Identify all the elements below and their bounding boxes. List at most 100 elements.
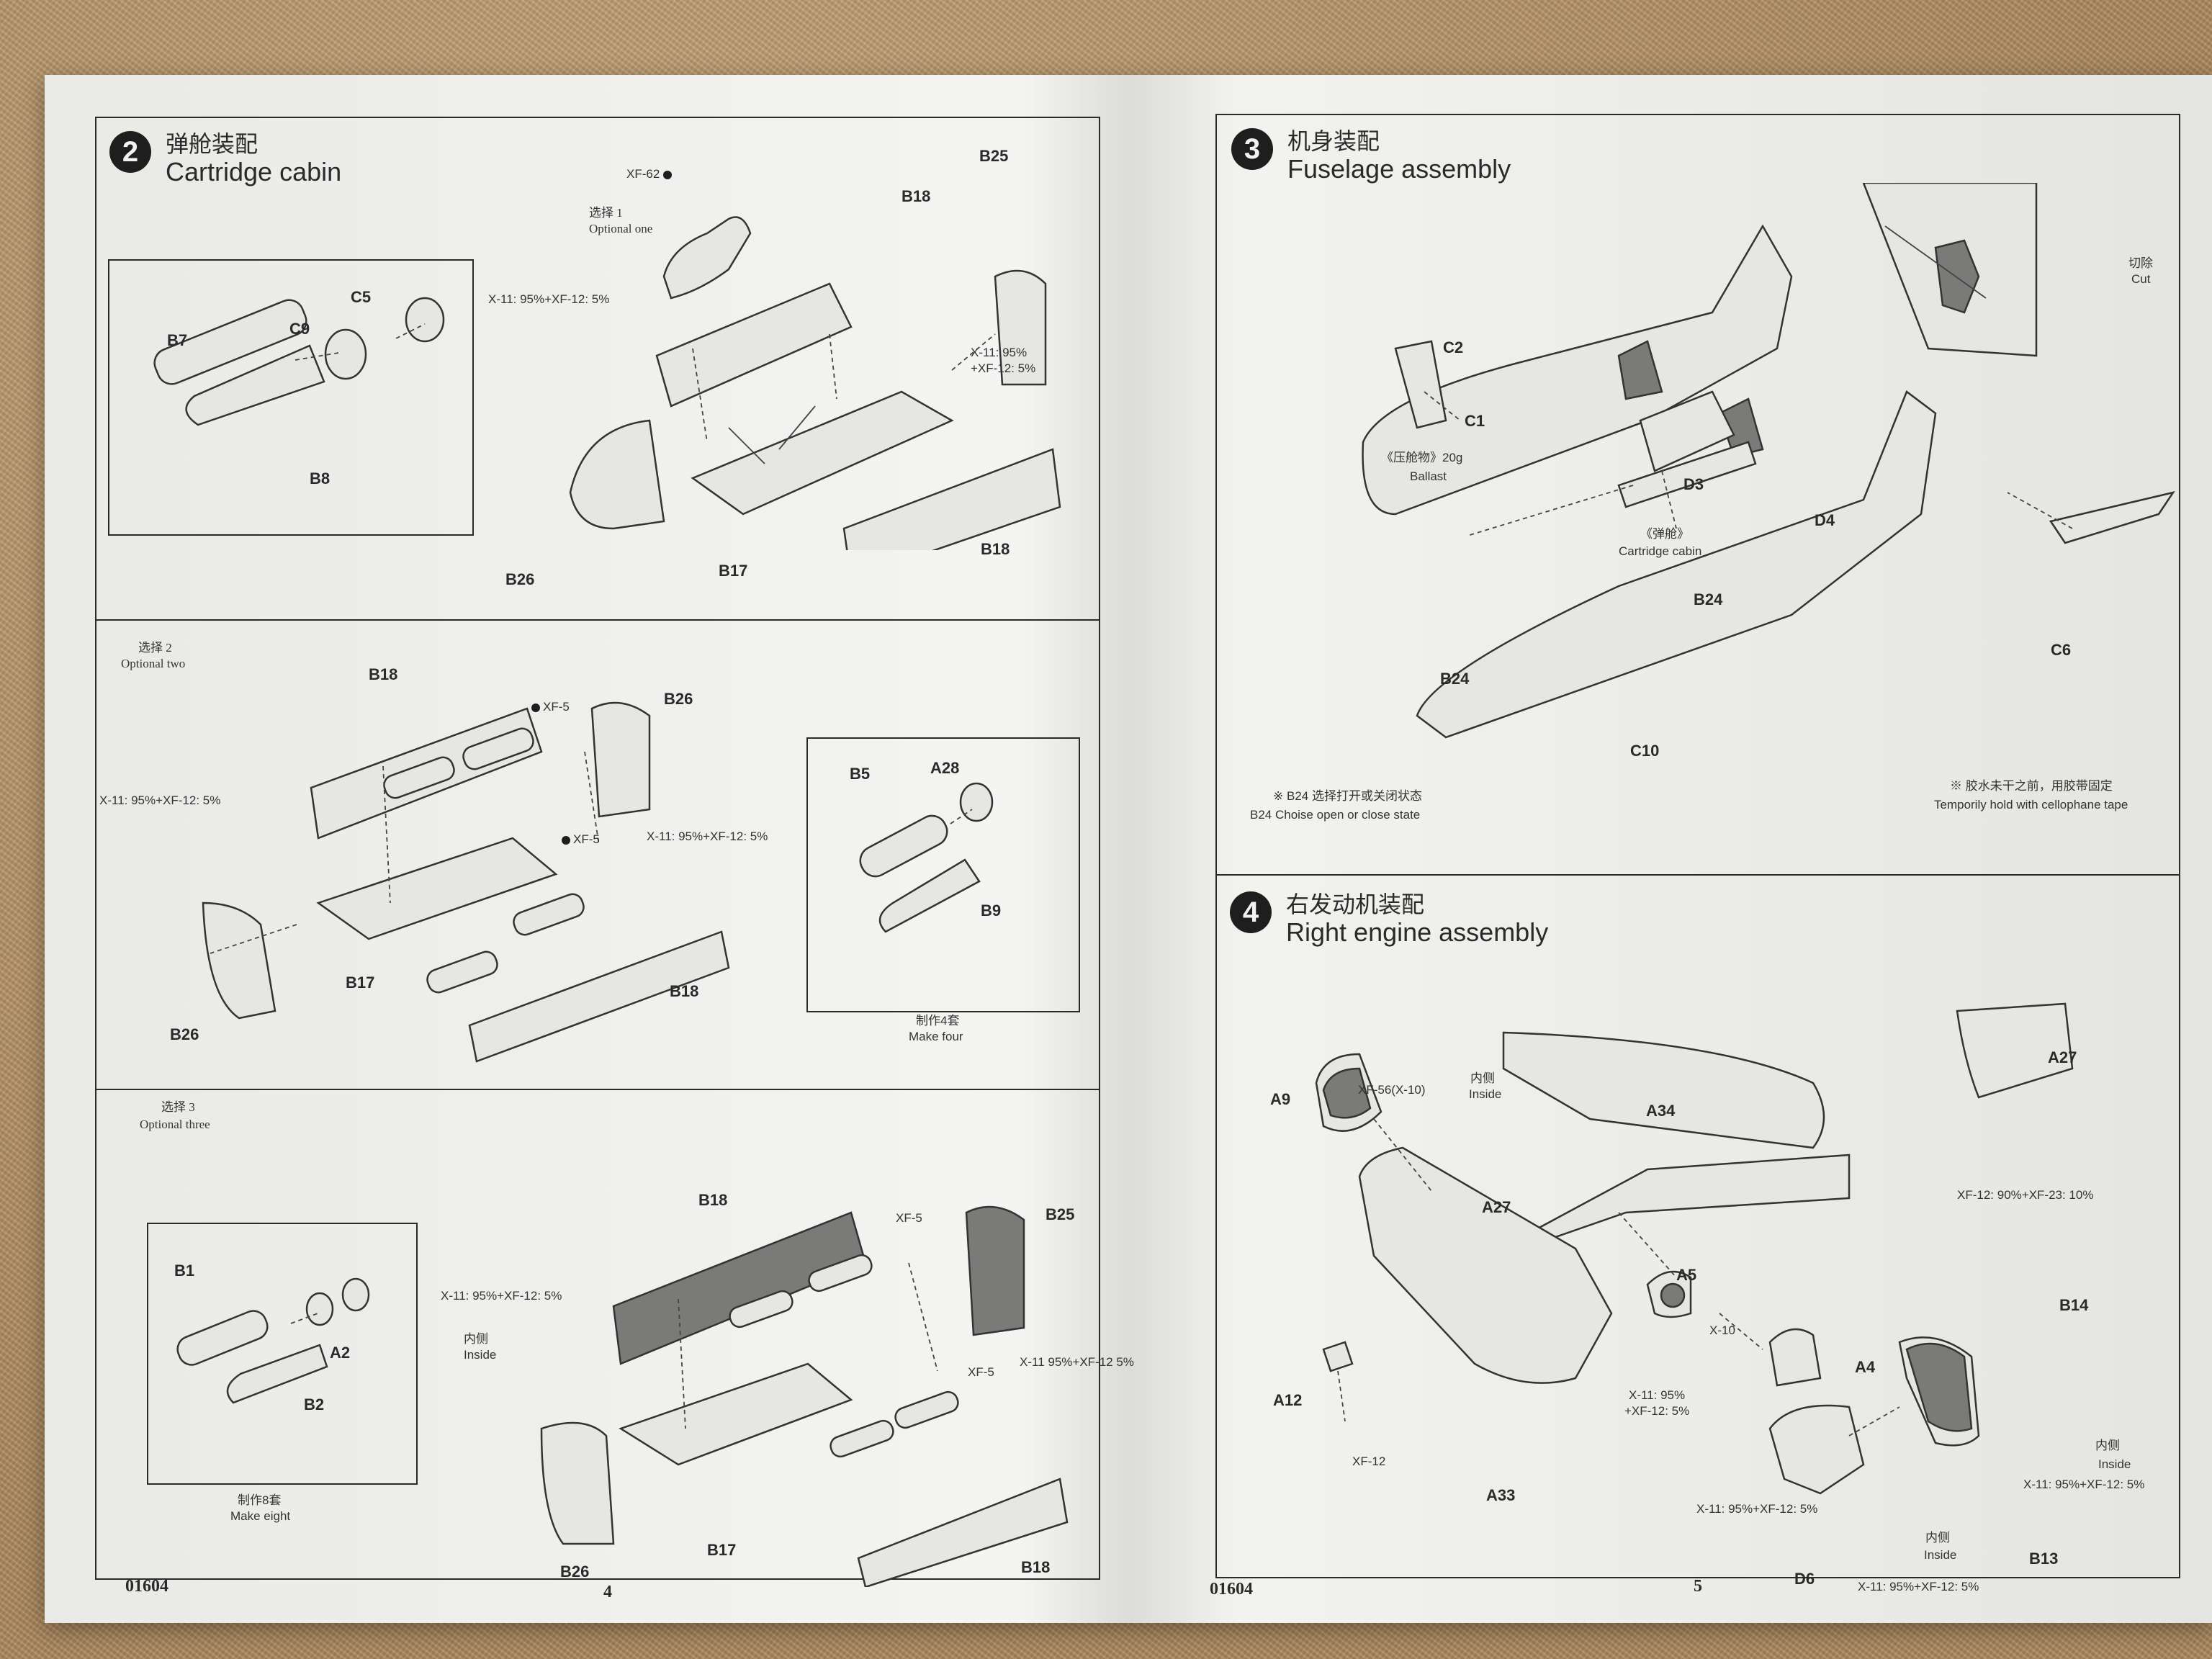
- paint-callout: X-11 95%+XF-12 5%: [1020, 1355, 1134, 1369]
- inside-note-en: Inside: [464, 1348, 497, 1362]
- part-label: B13: [2029, 1550, 2059, 1568]
- cartridge-subassembly-drawing: [176, 1277, 370, 1404]
- step-title-en: Fuselage assembly: [1287, 154, 1511, 184]
- inside-note-cn: 内侧: [464, 1332, 488, 1346]
- part-label: A4: [1855, 1358, 1876, 1376]
- panel-divider: [95, 619, 1100, 621]
- paint-code: XF-62: [626, 167, 660, 181]
- part-label: B17: [346, 974, 375, 992]
- part-label: B18: [369, 665, 398, 683]
- inside-note-en: Inside: [1469, 1087, 1502, 1101]
- paint-callout: X-11: 95%+XF-12: 5%: [2023, 1478, 2145, 1491]
- paint-callout: X-11: 95%: [971, 346, 1028, 359]
- part-label: A28: [930, 759, 960, 777]
- paint-code: XF-5: [573, 832, 600, 846]
- paint-callout: X-11: 95%+XF-12: 5%: [99, 793, 221, 807]
- paint-code: XF-5: [543, 700, 570, 714]
- paint-callout: XF-5: [896, 1211, 922, 1225]
- step-number-badge: 2: [109, 131, 151, 173]
- right-page: 3 机身装配 Fuselage assembly 切除 Cut C2 C1 《压…: [1129, 75, 2212, 1623]
- note-cn: ※ B24 选择打开或关闭状态: [1273, 789, 1422, 803]
- subassembly-box-1: [108, 259, 474, 536]
- paint-callout: X-11: 95%+XF-12: 5%: [1696, 1502, 1818, 1516]
- subassembly-box-3: [147, 1223, 418, 1485]
- note-en: B24 Choise open or close state: [1250, 808, 1421, 822]
- part-label: A2: [330, 1344, 351, 1362]
- part-label: A33: [1486, 1486, 1516, 1504]
- part-label: C5: [351, 288, 372, 306]
- part-label: C1: [1465, 412, 1485, 430]
- ballast-note-cn: 《压舱物》20g: [1381, 451, 1463, 464]
- inside-note-cn: 内侧: [1925, 1531, 1950, 1545]
- step-title-en: Right engine assembly: [1286, 917, 1549, 947]
- left-page: 2 弹舱装配 Cartridge cabin C5 C9 B7 B8: [45, 75, 1134, 1623]
- cabin-note-cn: 《弹舱》: [1640, 527, 1689, 541]
- instruction-booklet: 2 弹舱装配 Cartridge cabin C5 C9 B7 B8: [45, 75, 2212, 1623]
- part-label: B18: [698, 1191, 728, 1209]
- paint-callout: XF-5: [562, 832, 600, 847]
- paint-callout: XF-12: [1352, 1455, 1386, 1468]
- part-label: B9: [981, 902, 1002, 920]
- part-label: B24: [1694, 590, 1723, 608]
- inside-note-en: Inside: [2098, 1457, 2131, 1471]
- part-label: A12: [1273, 1391, 1303, 1409]
- engine-assembly-drawing: [1315, 1002, 2074, 1495]
- step-3-header: 3 机身装配 Fuselage assembly: [1231, 128, 1511, 184]
- cut-note-cn: 切除: [2128, 256, 2153, 270]
- paint-drop-icon: [531, 703, 540, 712]
- paint-callout: X-11: 95%+XF-12: 5%: [488, 292, 610, 306]
- part-label: B25: [1046, 1205, 1075, 1223]
- make-quantity-en: Make four: [909, 1030, 963, 1043]
- part-label: C9: [289, 320, 310, 338]
- step-title-en: Cartridge cabin: [166, 157, 342, 186]
- part-label: B18: [670, 982, 699, 1000]
- part-label: B18: [981, 540, 1010, 558]
- inside-note-cn: 内侧: [1470, 1071, 1495, 1085]
- option-label-cn: 选择 2: [138, 641, 172, 655]
- panel-divider: [1215, 874, 2180, 876]
- part-label: B18: [902, 187, 931, 205]
- paint-callout: X-11: 95%+XF-12: 5%: [441, 1289, 562, 1303]
- part-label: B26: [664, 690, 693, 708]
- part-label: B7: [167, 331, 188, 349]
- footer-code: 01604: [1210, 1580, 1253, 1599]
- ballast-note-en: Ballast: [1410, 469, 1447, 483]
- inside-note-cn: 内侧: [2095, 1439, 2120, 1452]
- right-page-frame: [1215, 114, 2180, 1578]
- step-number-badge: 3: [1231, 128, 1273, 170]
- part-label: B24: [1440, 670, 1470, 688]
- paint-callout: X-11: 95%+XF-12: 5%: [647, 830, 768, 843]
- part-label: B26: [560, 1563, 590, 1581]
- note-en: Temporily hold with cellophane tape: [1934, 798, 2128, 811]
- part-label: A27: [2048, 1048, 2077, 1066]
- paint-callout: XF-12: 90%+XF-23: 10%: [1957, 1188, 2094, 1202]
- paint-callout: +XF-12: 5%: [971, 361, 1036, 375]
- left-page-frame: [95, 117, 1100, 1580]
- make-quantity-cn: 制作8套: [238, 1493, 282, 1507]
- part-label: B26: [505, 570, 535, 588]
- paint-callout: XF-5: [968, 1365, 994, 1379]
- footer-code: 01604: [125, 1577, 168, 1596]
- part-label: D4: [1815, 511, 1835, 529]
- option-label-en: Optional three: [140, 1118, 210, 1131]
- part-label: A9: [1270, 1090, 1291, 1108]
- option-label-cn: 选择 1: [589, 206, 623, 220]
- paint-drop-icon: [663, 170, 673, 179]
- step-title-cn: 右发动机装配: [1286, 891, 1425, 917]
- paint-callout: X-11: 95%+XF-12: 5%: [1858, 1580, 1979, 1593]
- page-number: 5: [1694, 1577, 1702, 1596]
- panel-divider: [95, 1089, 1100, 1090]
- step-4-header: 4 右发动机装配 Right engine assembly: [1230, 891, 1548, 948]
- part-label: B8: [310, 469, 331, 487]
- paint-callout: XF-5: [531, 700, 570, 714]
- paint-callout: XF-62: [626, 167, 675, 181]
- part-label: C6: [2051, 641, 2072, 659]
- option-label-en: Optional one: [589, 222, 653, 235]
- fuselage-assembly-drawing: [1362, 183, 2175, 739]
- make-quantity-en: Make eight: [230, 1509, 291, 1523]
- paint-callout: X-11: 95%: [1629, 1388, 1686, 1402]
- paint-callout: X-10: [1709, 1323, 1735, 1337]
- part-label: A27: [1482, 1198, 1511, 1216]
- note-cn: ※ 胶水未干之前，用胶带固定: [1950, 779, 2113, 793]
- part-label: D6: [1794, 1570, 1815, 1588]
